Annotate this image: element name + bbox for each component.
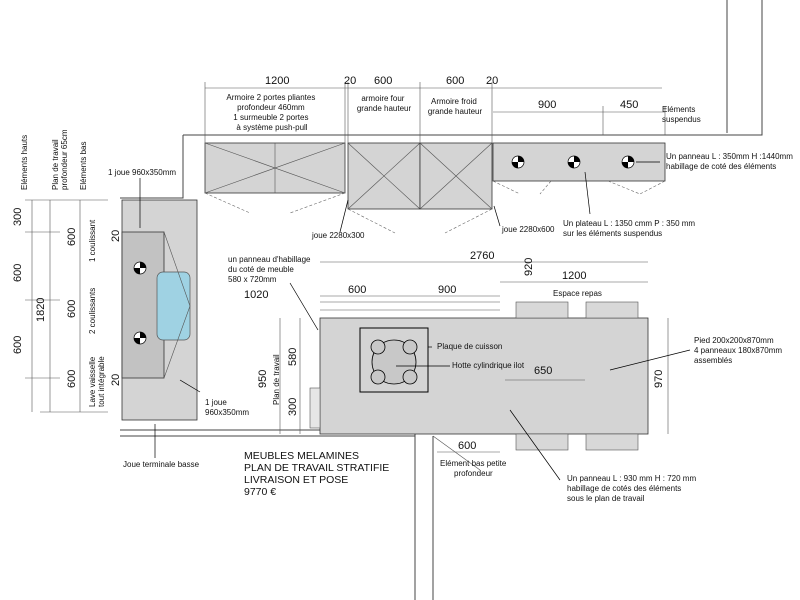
dim-left-20b: 20: [110, 374, 122, 386]
label-v-2-coulissants: 2 coulissants: [88, 288, 97, 334]
dim-bottom-600: 600: [458, 440, 476, 452]
dim-top-900: 900: [538, 99, 556, 111]
label-plateau: Un plateau L : 1350 cmm P : 350 mm sur l…: [563, 219, 697, 238]
label-joue-960-bottom: 1 joue 960x350mm: [205, 398, 249, 417]
dim-island-2760: 2760: [470, 250, 494, 262]
dim-top-450: 450: [620, 99, 638, 111]
dim-left-300: 300: [12, 208, 24, 226]
dim-island-600: 600: [348, 284, 366, 296]
dim-left-20a: 20: [110, 230, 122, 242]
dim-top-600a: 600: [374, 75, 392, 87]
label-v-plan-travail: Plan de travail: [272, 354, 281, 405]
dimension-texts: 1200 20 600 600 20 900 450 300 600 600 1…: [12, 75, 665, 452]
leader-arrows: [139, 161, 691, 481]
label-v-elements-bas: Eléments bas: [79, 142, 88, 190]
dim-island-950: 950: [257, 370, 269, 388]
dim-mid-1020: 1020: [244, 289, 268, 301]
dim-left-600d: 600: [66, 300, 78, 318]
dim-island-900: 900: [438, 284, 456, 296]
label-espace-repas: Espace repas: [553, 289, 602, 298]
island: [309, 301, 649, 451]
label-joue-2280-600: joue 2280x600: [501, 225, 555, 234]
dim-left-600a: 600: [12, 264, 24, 282]
dim-island-580: 580: [287, 348, 299, 366]
dim-island-920: 920: [523, 258, 535, 276]
dim-top-20b: 20: [486, 75, 498, 87]
left-cabinets: [121, 199, 198, 421]
label-armoire-2p: Armoire 2 portes pliantes profondeur 460…: [226, 93, 317, 132]
label-armoire-four: armoire four grande hauteur: [357, 94, 412, 113]
label-element-bas: Elément bas petite profondeur: [440, 459, 509, 478]
label-v-elements-hauts: Eléments hauts: [20, 135, 29, 190]
dim-left-1820: 1820: [35, 298, 47, 322]
label-elements-suspendus: Eléments suspendus: [662, 105, 701, 124]
label-v-1-coulissant: 1 coulissant: [88, 219, 97, 262]
dim-top-600b: 600: [446, 75, 464, 87]
label-v-plan-travail-65: Plan de travail profondeur 65cm: [51, 129, 69, 190]
label-hotte: Hotte cylindrique ilot: [452, 361, 525, 370]
suspended-symbols: [511, 155, 635, 169]
dimension-lines: [25, 82, 669, 453]
label-joue-2280-300: joue 2280x300: [311, 231, 365, 240]
label-summary: MEUBLES MELAMINES PLAN DE TRAVAIL STRATI…: [244, 450, 392, 498]
label-armoire-froid: Armoire froid grande hauteur: [428, 97, 483, 116]
dim-left-600e: 600: [66, 370, 78, 388]
label-panneau-habillage-meuble: un panneau d'habillage du coté de meuble…: [228, 255, 313, 284]
dim-island-1200: 1200: [562, 270, 586, 282]
label-plaque: Plaque de cuisson: [437, 342, 502, 351]
dim-island-300: 300: [287, 398, 299, 416]
label-v-lave-vaisselle: Lave vaisselle tout intégrable: [88, 355, 106, 407]
label-panneau-930: Un panneau L : 930 mm H : 720 mm habilla…: [567, 474, 698, 503]
dim-left-600b: 600: [12, 336, 24, 354]
label-panneau-habillage-top: Un panneau L : 350mm H :1440mm habillage…: [666, 152, 795, 171]
label-pied: Pied 200x200x870mm 4 panneaux 180x870mm …: [694, 336, 784, 365]
dim-island-650: 650: [534, 365, 552, 377]
annotation-labels: Armoire 2 portes pliantes profondeur 460…: [20, 93, 795, 503]
dim-island-970: 970: [653, 370, 665, 388]
label-joue-terminale: Joue terminale basse: [123, 460, 200, 469]
dim-left-600c: 600: [66, 228, 78, 246]
dim-top-1200: 1200: [265, 75, 289, 87]
walls: [120, 0, 763, 600]
dim-top-20a: 20: [344, 75, 356, 87]
label-joue-960-top: 1 joue 960x350mm: [108, 168, 176, 177]
